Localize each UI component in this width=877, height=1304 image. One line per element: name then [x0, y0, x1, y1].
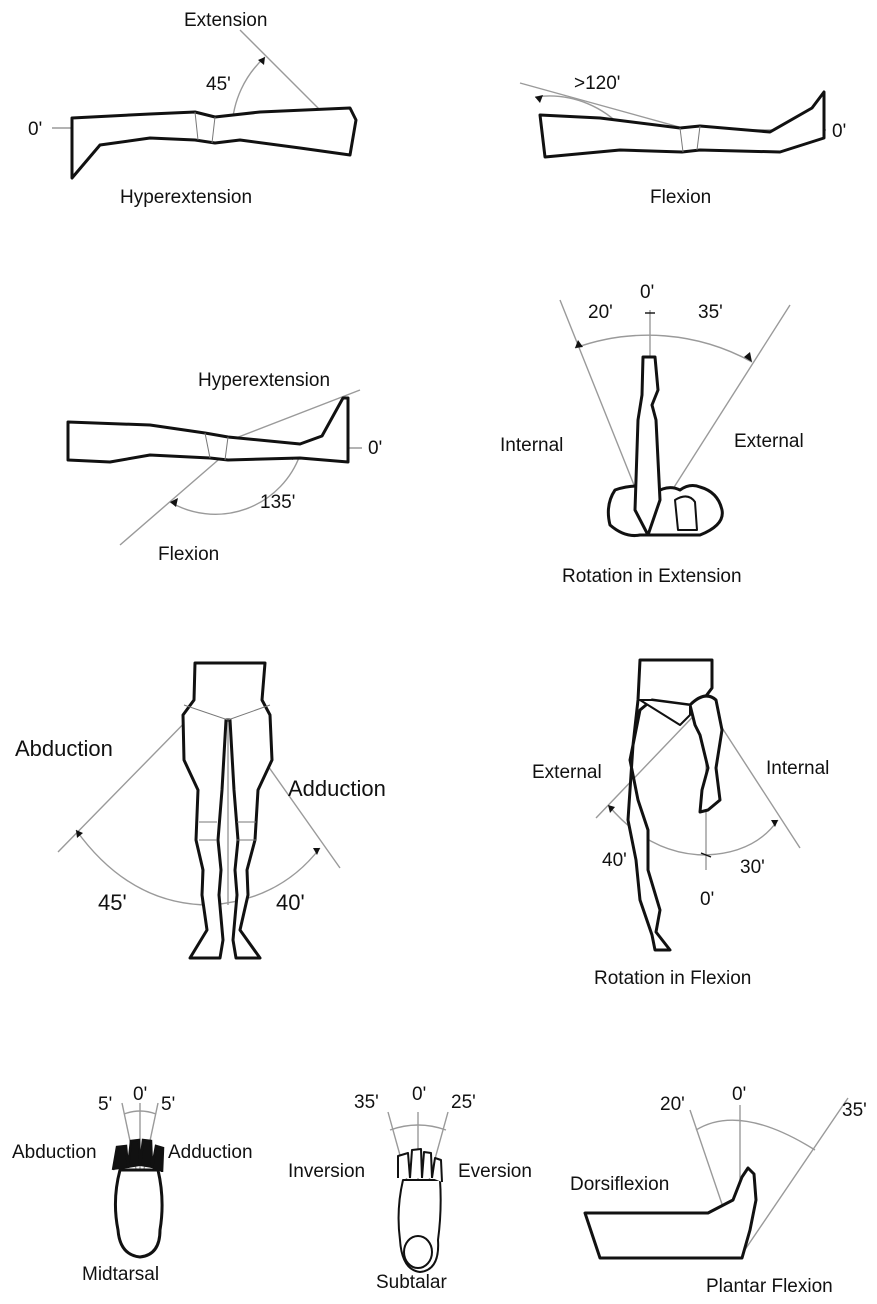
- panel-midtarsal: 5' 0' 5' Abduction Adduction Midtarsal: [12, 1084, 253, 1285]
- external-reference-line: [596, 703, 706, 818]
- plantar-flexion-label: Plantar Flexion: [706, 1276, 833, 1297]
- plantar-angle-label: 35': [842, 1100, 867, 1121]
- dorsi-angle-label: 20': [660, 1094, 685, 1115]
- motion-label: Hyperextension: [120, 187, 252, 208]
- zero-label: 0': [640, 282, 654, 303]
- external-label: External: [734, 431, 804, 452]
- adduction-label: Adduction: [168, 1142, 253, 1163]
- arrowhead: [771, 820, 778, 827]
- eversion-angle-label: 25': [451, 1092, 476, 1113]
- heel-outline: [675, 496, 697, 530]
- external-angle-label: 40': [602, 850, 627, 871]
- adduction-label: Adduction: [288, 776, 386, 801]
- foot-outline: [608, 486, 722, 536]
- zero-label: 0': [368, 438, 382, 459]
- dorsiflexion-label: Dorsiflexion: [570, 1174, 669, 1195]
- title: Rotation in Extension: [562, 566, 742, 587]
- flexed-leg-outline: [690, 696, 722, 812]
- flexion-label: Flexion: [158, 544, 219, 565]
- toes: [113, 1140, 163, 1172]
- title: Midtarsal: [82, 1264, 159, 1285]
- zero-label: 0': [832, 121, 846, 142]
- toes: [398, 1149, 442, 1182]
- angle-arc: [696, 1120, 815, 1150]
- leg-outline: [635, 357, 660, 535]
- panel-rotation-flexion: External Internal 40' 30' 0' Rotation in…: [532, 660, 829, 989]
- angle-label: 45': [206, 74, 231, 95]
- panel-hip-abduction-adduction: Abduction Adduction 45' 40': [15, 663, 386, 958]
- internal-label: Internal: [766, 758, 829, 779]
- angle-label: 135': [260, 492, 295, 513]
- zero-label: 0': [133, 1084, 147, 1105]
- motion-label: Flexion: [650, 187, 711, 208]
- title: Rotation in Flexion: [594, 968, 751, 989]
- zero-label: 0': [28, 119, 42, 140]
- panel-ankle: 20' 0' 35' Dorsiflexion Plantar Flexion: [570, 1084, 867, 1297]
- panel-knee-flexion: >120' 0' Flexion: [520, 73, 846, 208]
- extension-label: Extension: [184, 10, 267, 31]
- inversion-angle-label: 35': [354, 1092, 379, 1113]
- zero-label: 0': [732, 1084, 746, 1105]
- abduction-label: Abduction: [15, 736, 113, 761]
- external-angle-label: 35': [698, 302, 723, 323]
- panel-knee-flexion-hyperextension: Hyperextension 0' 135' Flexion: [68, 370, 382, 565]
- internal-label: Internal: [500, 435, 563, 456]
- abduction-angle-label: 45': [98, 890, 127, 915]
- zero-label: 0': [412, 1084, 426, 1105]
- leg-outline: [72, 108, 356, 178]
- hyperextension-label: Hyperextension: [198, 370, 330, 391]
- left-angle-label: 5': [98, 1094, 112, 1115]
- panel-knee-hyperextension: Extension 45' 0' Hyperextension: [28, 10, 356, 208]
- arrowhead: [313, 848, 320, 855]
- foot-outline: [115, 1170, 162, 1257]
- heel-outline: [404, 1236, 432, 1268]
- eversion-label: Eversion: [458, 1161, 532, 1182]
- right-angle-label: 5': [161, 1094, 175, 1115]
- hip-shape: [640, 700, 690, 725]
- leg-outline: [68, 398, 348, 462]
- zero-label: 0': [700, 889, 714, 910]
- flexion-reference-line: [120, 448, 232, 545]
- inversion-label: Inversion: [288, 1161, 365, 1182]
- abduction-label: Abduction: [12, 1142, 97, 1163]
- angle-arc: [575, 335, 752, 362]
- panel-subtalar: 35' 0' 25' Inversion Eversion Subtalar: [288, 1084, 532, 1293]
- internal-angle-label: 20': [588, 302, 613, 323]
- adduction-angle-label: 40': [276, 890, 305, 915]
- title: Subtalar: [376, 1272, 447, 1293]
- internal-angle-label: 30': [740, 857, 765, 878]
- angle-label: >120': [574, 73, 620, 94]
- plantar-reference-line: [740, 1098, 848, 1257]
- abduction-reference-line: [58, 707, 200, 852]
- panel-rotation-extension: 0' 20' 35' Internal External Rotation in…: [500, 282, 804, 587]
- external-label: External: [532, 762, 602, 783]
